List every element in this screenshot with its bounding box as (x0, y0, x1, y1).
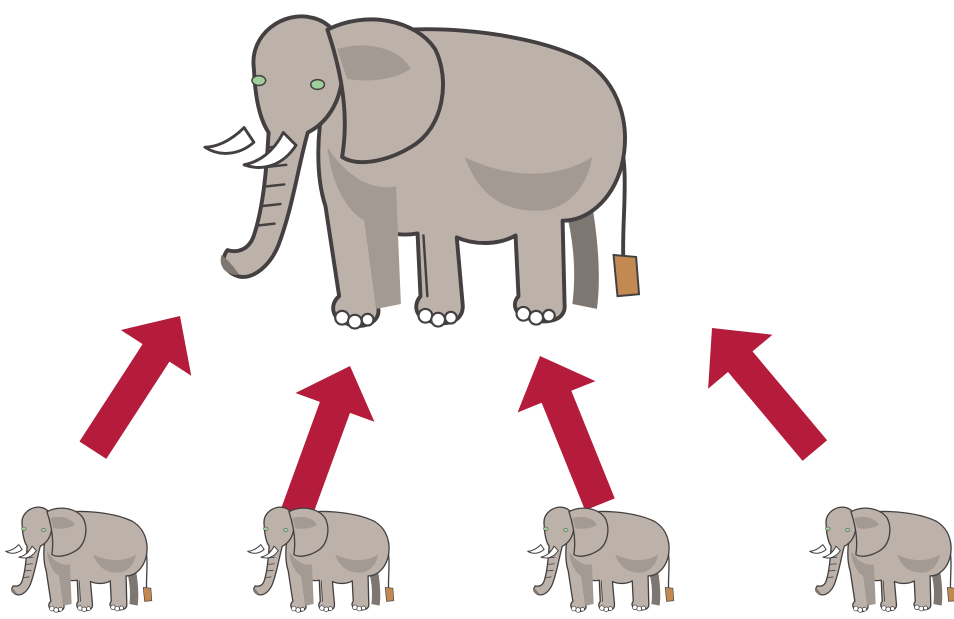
arrow-up-right-icon (256, 352, 390, 531)
arrow-up-left-icon (680, 301, 847, 478)
parent-elephant (205, 16, 639, 328)
elephant-icon (6, 507, 152, 612)
arrow-child-3-to-parent (501, 340, 639, 520)
child-elephant-3 (528, 507, 674, 612)
elephant-icon (248, 507, 394, 612)
arrow-up-right-icon (58, 293, 216, 473)
elephant-icon (205, 16, 639, 328)
arrow-child-2-to-parent (256, 352, 390, 531)
elephant-icon (810, 507, 954, 612)
child-elephant-4 (810, 507, 954, 612)
arrow-child-4-to-parent (680, 301, 847, 478)
arrow-up-left-icon (501, 340, 639, 520)
arrow-child-1-to-parent (58, 293, 216, 473)
child-elephant-2 (248, 507, 394, 612)
child-elephant-1 (6, 507, 152, 612)
elephant-icon (528, 507, 674, 612)
